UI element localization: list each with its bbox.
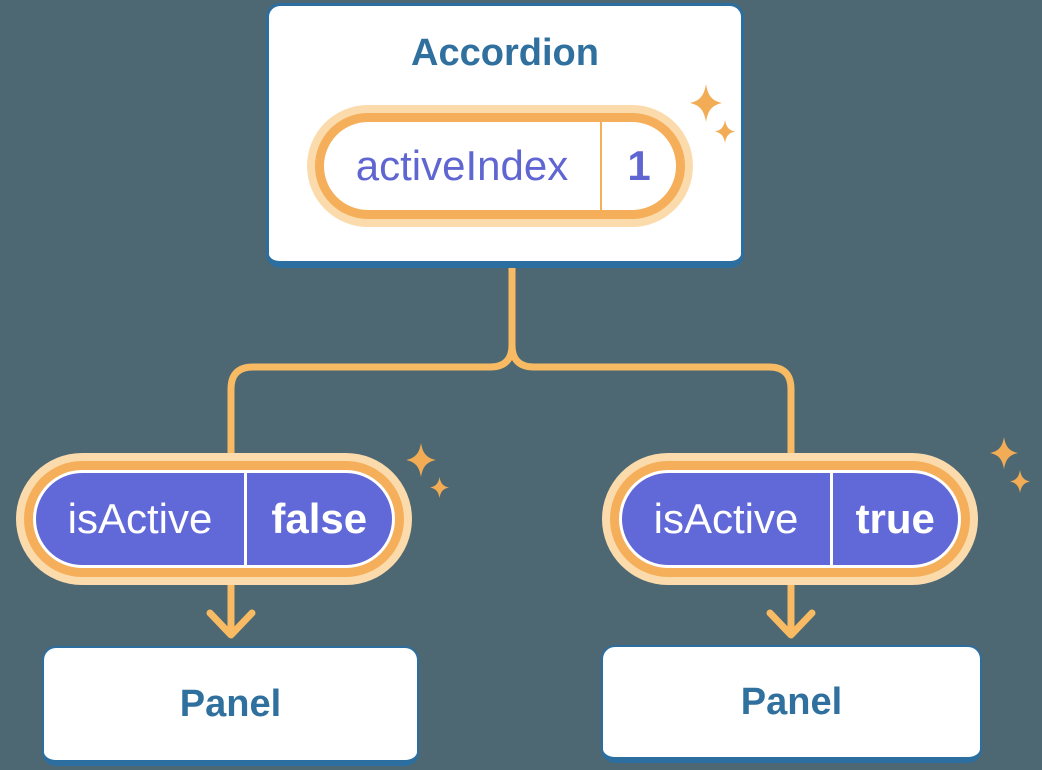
- prop-label-section: isActive: [36, 473, 244, 565]
- sparkle-icon: [430, 477, 449, 498]
- panel-label: Panel: [179, 682, 282, 725]
- panel-label: Panel: [740, 680, 843, 723]
- state-value-section: 1: [602, 122, 676, 210]
- prop-value: true: [855, 495, 935, 542]
- prop-value-section: false: [247, 473, 393, 565]
- sparkle-icon: [1010, 470, 1030, 493]
- panel-card-left: Panel: [42, 646, 419, 766]
- state-value: 1: [627, 142, 651, 189]
- state-pill: activeIndex 1: [315, 113, 685, 219]
- prop-pill-left-body: isActive false: [36, 473, 392, 565]
- prop-value-section: true: [833, 473, 959, 565]
- accordion-title: Accordion: [411, 32, 599, 74]
- prop-pill-right: isActive true: [610, 461, 970, 577]
- state-label-section: activeIndex: [324, 122, 600, 210]
- panel-card-right: Panel: [601, 645, 982, 763]
- sparkle-icon: [990, 437, 1018, 469]
- prop-value: false: [271, 495, 368, 542]
- prop-label-section: isActive: [622, 473, 830, 565]
- pill-divider: [830, 473, 833, 565]
- state-label: activeIndex: [355, 142, 569, 189]
- arrowhead-right-icon: [766, 609, 816, 639]
- pill-divider: [600, 122, 602, 210]
- sparkle-icon: [406, 443, 436, 477]
- prop-label: isActive: [67, 495, 213, 542]
- connector-right-branch: [508, 258, 795, 637]
- arrowhead-left-icon: [206, 609, 256, 639]
- prop-label: isActive: [653, 495, 799, 542]
- prop-pill-right-body: isActive true: [622, 473, 958, 565]
- connector-left-branch: [227, 258, 516, 637]
- prop-pill-left: isActive false: [24, 461, 404, 577]
